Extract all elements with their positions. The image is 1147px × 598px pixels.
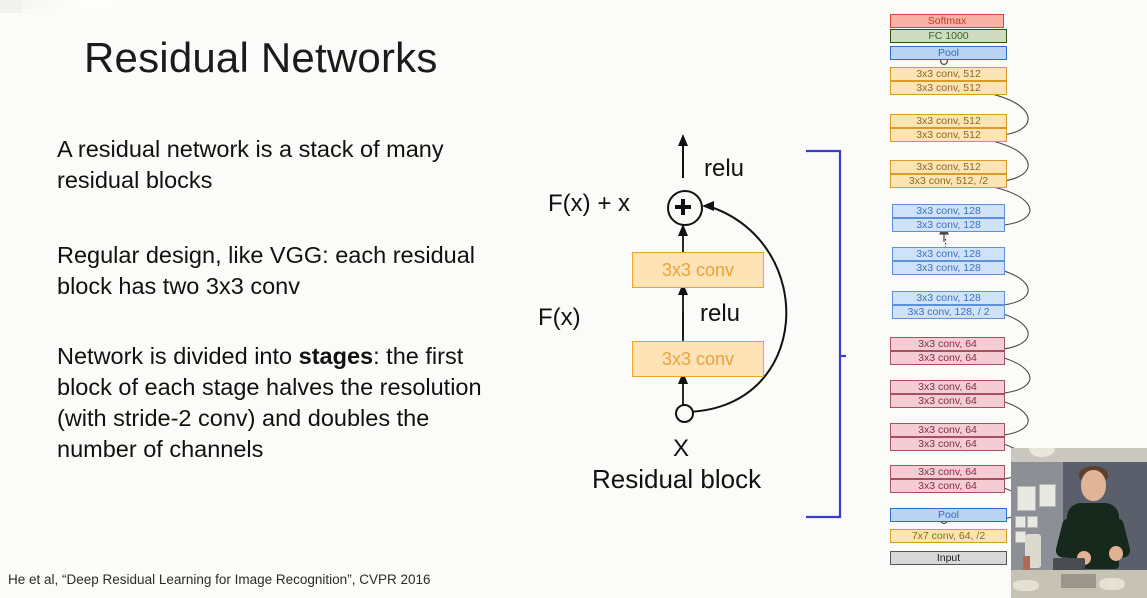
layers-ellipsis: ⋮ [940, 238, 952, 250]
residual-block-wires [678, 134, 788, 413]
resnet-layer-14: 3x3 conv, 128, / 2 [892, 305, 1005, 319]
label-relu-mid: relu [700, 300, 741, 327]
webcam-desk-paper-left [1013, 580, 1039, 591]
webcam-hand-right [1109, 546, 1123, 561]
paragraph-3-bold: stages [298, 343, 374, 369]
top-left-artifact [0, 0, 22, 13]
resnet-layer-21: 3x3 conv, 64 [890, 465, 1005, 479]
webcam-bottle [1023, 556, 1030, 570]
conv-box-top: 3x3 conv [632, 252, 764, 288]
resnet-layer-22: 3x3 conv, 64 [890, 479, 1005, 493]
resnet-layer-24: 7x7 conv, 64, /2 [890, 529, 1007, 543]
residual-block-diagram: 3x3 conv 3x3 conv F(x) + x F(x) relu rel… [520, 130, 860, 510]
webcam-desk-box [1061, 574, 1096, 588]
plus-operator-icon [667, 190, 703, 226]
resnet-layer-15: 3x3 conv, 64 [890, 337, 1005, 351]
webcam-lamp [1029, 448, 1055, 457]
paragraph-3: Network is divided into stages: the firs… [57, 341, 487, 465]
paragraph-1: A residual network is a stack of many re… [57, 136, 444, 193]
resnet-layer-10: 3x3 conv, 128 [892, 218, 1005, 232]
resnet-layer-20: 3x3 conv, 64 [890, 437, 1005, 451]
resnet-layer-11: 3x3 conv, 128 [892, 247, 1005, 261]
resnet-layer-13: 3x3 conv, 128 [892, 291, 1005, 305]
webcam-head [1081, 470, 1106, 501]
resnet-layer-2: Pool [890, 46, 1007, 60]
label-fx: F(x) [538, 304, 581, 331]
resnet-layer-8: 3x3 conv, 512, /2 [890, 174, 1007, 188]
resnet-layer-12: 3x3 conv, 128 [892, 261, 1005, 275]
resnet-layer-23: Pool [890, 508, 1007, 522]
resnet-layer-25: Input [890, 551, 1007, 565]
lecturer-webcam-overlay[interactable] [1011, 448, 1147, 598]
webcam-desk-paper-right [1099, 578, 1125, 590]
page-title: Residual Networks [84, 34, 438, 81]
bracket-shape [806, 149, 846, 519]
resnet-layer-16: 3x3 conv, 64 [890, 351, 1005, 365]
resnet-layer-6: 3x3 conv, 512 [890, 128, 1007, 142]
paragraph-2: Regular design, like VGG: each residual … [57, 242, 475, 299]
conv-box-bottom: 3x3 conv [632, 341, 764, 377]
label-fx-plus-x: F(x) + x [548, 190, 630, 217]
resnet-layer-5: 3x3 conv, 512 [890, 114, 1007, 128]
resnet-layer-1: FC 1000 [890, 29, 1007, 43]
resnet-layer-7: 3x3 conv, 512 [890, 160, 1007, 174]
paragraph-3-after: : the first block of each stage halves t… [57, 343, 482, 462]
resnet-layer-19: 3x3 conv, 64 [890, 423, 1005, 437]
label-relu-top: relu [704, 155, 745, 182]
resnet-layer-18: 3x3 conv, 64 [890, 394, 1005, 408]
top-edge-artifact [0, 0, 290, 9]
split-node-icon [675, 404, 694, 423]
resnet-layer-17: 3x3 conv, 64 [890, 380, 1005, 394]
resnet-layer-0: Softmax [890, 14, 1004, 28]
webcam-poster-1 [1017, 486, 1036, 511]
webcam-poster-3 [1015, 516, 1026, 528]
citation: He et al, “Deep Residual Learning for Im… [8, 572, 431, 587]
webcam-poster-4 [1027, 516, 1038, 528]
label-input-x: X [673, 435, 690, 462]
webcam-poster-2 [1039, 484, 1056, 507]
residual-block-caption: Residual block [592, 464, 762, 494]
resnet-layer-9: 3x3 conv, 128 [892, 204, 1005, 218]
paragraph-3-before: Network is divided into [57, 343, 299, 369]
resnet-layer-3: 3x3 conv, 512 [890, 67, 1007, 81]
stage-bracket [800, 148, 846, 520]
resnet-layer-4: 3x3 conv, 512 [890, 81, 1007, 95]
